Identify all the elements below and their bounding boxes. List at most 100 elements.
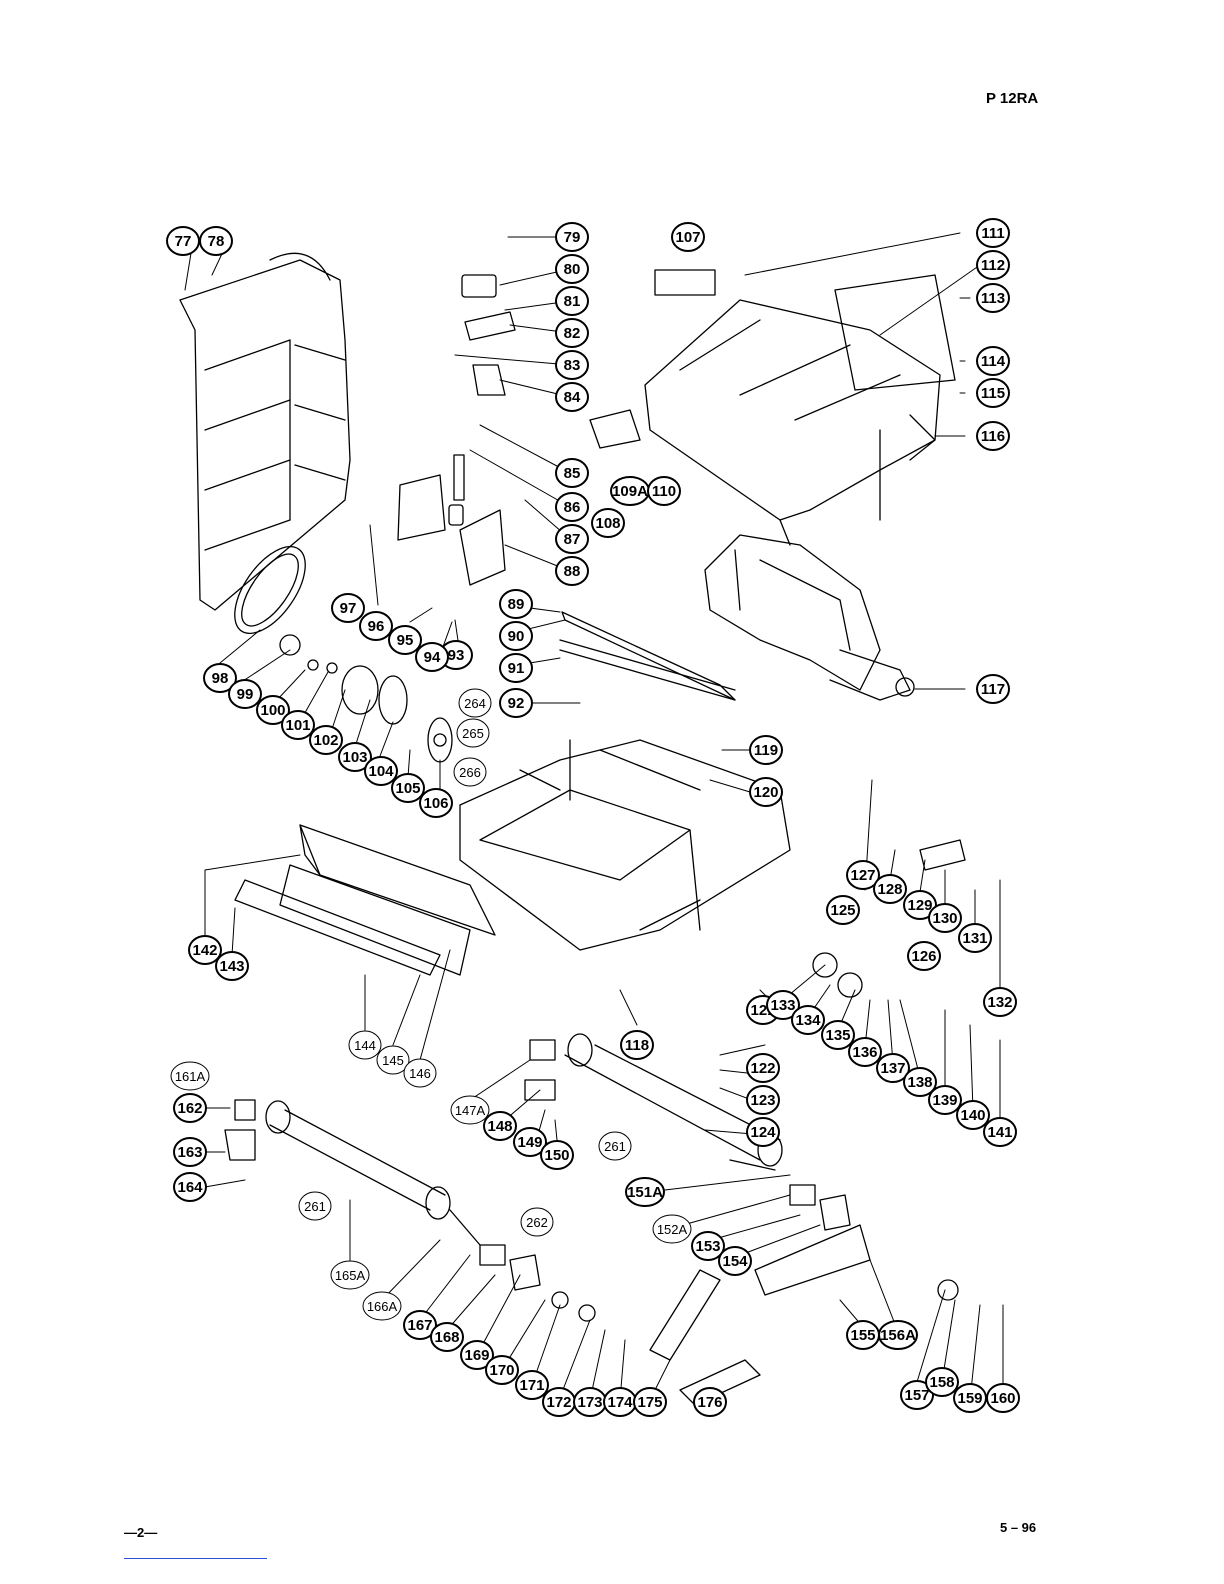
callout-ring — [976, 421, 1010, 451]
callout-label: 131 — [962, 930, 987, 947]
callout-ring — [766, 990, 800, 1020]
callout-ring — [976, 674, 1010, 704]
callout-label: 108 — [595, 515, 620, 532]
callout-label: 107 — [675, 229, 700, 246]
callout-ring — [520, 1207, 554, 1237]
callout-label: 77 — [175, 233, 192, 250]
part-callout-85: 85 — [555, 458, 589, 488]
part-callout-102: 102 — [309, 725, 343, 755]
callout-label: 138 — [907, 1074, 932, 1091]
part-callout-157: 157 — [900, 1380, 934, 1410]
callout-label: 81 — [564, 293, 581, 310]
callout-ring — [215, 951, 249, 981]
callout-label: 165A — [335, 1268, 366, 1283]
callout-ring — [364, 756, 398, 786]
part-callout-149: 149 — [513, 1127, 547, 1157]
part-callout-84: 84 — [555, 382, 589, 412]
part-callout-122: 122 — [746, 1053, 780, 1083]
page-number: —2— — [124, 1525, 158, 1540]
callout-label: 171 — [519, 1377, 544, 1394]
callout-ring — [173, 1093, 207, 1123]
callout-label: 122 — [750, 1060, 775, 1077]
callout-label: 136 — [852, 1044, 877, 1061]
part-callout-109a: 109A — [610, 476, 650, 506]
callout-ring — [900, 1380, 934, 1410]
callout-label: 112 — [981, 257, 1005, 274]
callout-label: 151A — [627, 1184, 663, 1201]
callout-ring — [555, 492, 589, 522]
callout-label: 116 — [981, 428, 1005, 445]
callout-label: 160 — [990, 1390, 1015, 1407]
callout-label: 100 — [260, 702, 285, 719]
part-callout-78: 78 — [199, 226, 233, 256]
callout-label: 159 — [957, 1390, 982, 1407]
part-callout-89: 89 — [499, 589, 533, 619]
callout-label: 163 — [177, 1144, 202, 1161]
part-callout-120: 120 — [749, 777, 783, 807]
callout-label: 85 — [564, 465, 581, 482]
callout-ring — [878, 1320, 918, 1350]
part-callout-81: 81 — [555, 286, 589, 316]
callout-ring — [403, 1310, 437, 1340]
callout-ring — [415, 642, 449, 672]
callout-label: 144 — [354, 1038, 376, 1053]
callout-label: 146 — [409, 1066, 431, 1081]
part-callout-140: 140 — [956, 1100, 990, 1130]
callout-label: 168 — [434, 1329, 459, 1346]
part-callout-131: 131 — [958, 923, 992, 953]
part-callout-143: 143 — [215, 951, 249, 981]
callout-label: 167 — [407, 1317, 432, 1334]
small-parts-drawing — [224, 269, 966, 1322]
callout-ring — [873, 874, 907, 904]
part-callout-86: 86 — [555, 492, 589, 522]
callout-label: 264 — [464, 696, 486, 711]
callout-ring — [555, 556, 589, 586]
callout-ring — [456, 718, 490, 748]
callout-ring — [513, 1127, 547, 1157]
callout-label: 174 — [607, 1394, 633, 1411]
callout-ring — [620, 1030, 654, 1060]
part-callout-135: 135 — [821, 1020, 855, 1050]
callout-label: 169 — [464, 1347, 489, 1364]
callout-ring — [976, 218, 1010, 248]
callout-ring — [749, 735, 783, 765]
callout-label: 105 — [395, 780, 420, 797]
callout-ring — [986, 1383, 1020, 1413]
callout-label: 117 — [981, 681, 1005, 698]
callout-label: 153 — [695, 1238, 720, 1255]
part-callout-126: 126 — [907, 941, 941, 971]
callout-ring — [170, 1061, 210, 1091]
callout-ring — [555, 318, 589, 348]
part-callout-130: 130 — [928, 903, 962, 933]
callout-ring — [591, 508, 625, 538]
callout-label: 111 — [981, 225, 1004, 242]
part-callout-161a: 161A — [170, 1061, 210, 1091]
callout-label: 129 — [907, 897, 932, 914]
callout-label: 133 — [770, 997, 795, 1014]
part-callout-88: 88 — [555, 556, 589, 586]
callout-ring — [746, 1117, 780, 1147]
part-callout-129: 129 — [903, 890, 937, 920]
part-callout-118: 118 — [620, 1030, 654, 1060]
callout-label: 161A — [175, 1069, 206, 1084]
part-callout-168: 168 — [430, 1322, 464, 1352]
part-callout-127: 127 — [846, 860, 880, 890]
callout-ring — [555, 382, 589, 412]
part-callout-114: 114 — [976, 346, 1010, 376]
callout-ring — [976, 250, 1010, 280]
callout-ring — [976, 346, 1010, 376]
callout-ring — [348, 1030, 382, 1060]
part-callout-105: 105 — [391, 773, 425, 803]
callout-label: 173 — [577, 1394, 602, 1411]
callout-ring — [256, 695, 290, 725]
callout-label: 137 — [880, 1060, 905, 1077]
callout-label: 90 — [508, 628, 525, 645]
part-callout-158: 158 — [925, 1367, 959, 1397]
part-callout-132: 132 — [983, 987, 1017, 1017]
callout-label: 175 — [637, 1394, 662, 1411]
part-callout-134: 134 — [791, 1005, 825, 1035]
callout-ring — [983, 1117, 1017, 1147]
part-callout-77: 77 — [166, 226, 200, 256]
callout-label: 142 — [192, 942, 217, 959]
